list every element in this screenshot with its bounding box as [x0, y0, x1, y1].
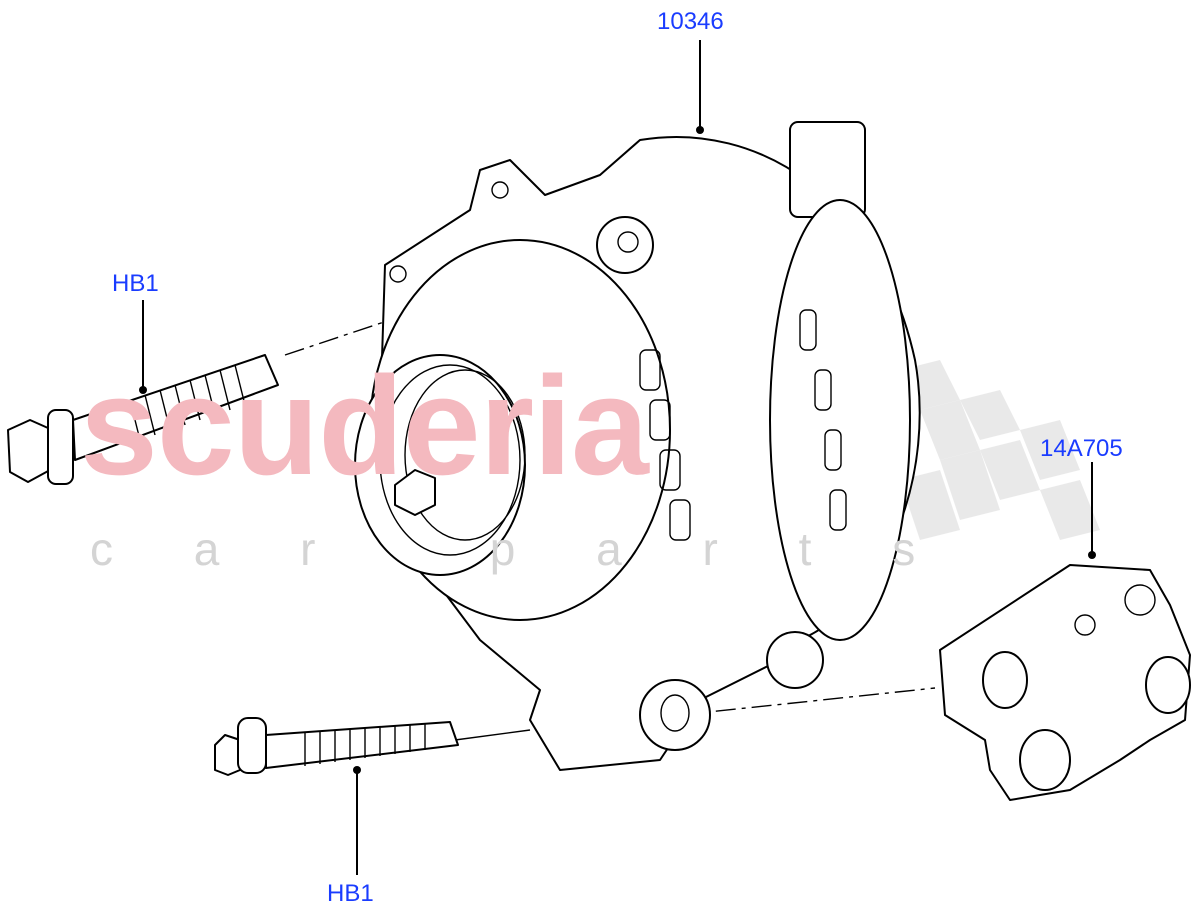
mount-ear-lower [639, 679, 711, 751]
centre-line-lower [454, 729, 531, 741]
leader-dot-10346 [696, 126, 704, 134]
leader-dot-14a705 [1088, 551, 1096, 559]
checkered-flag-watermark [900, 360, 1100, 540]
leader-dot-hb1-lower [353, 766, 361, 774]
callout-14a705[interactable]: 14A705 [1040, 435, 1123, 462]
pulley-hex-socket [394, 469, 436, 516]
alternator-drawing [354, 121, 921, 771]
callout-10346[interactable]: 10346 [657, 8, 724, 35]
rear-housing [769, 199, 911, 641]
centre-line-bracket [679, 687, 936, 716]
callout-hb1-upper[interactable]: HB1 [112, 270, 159, 297]
bracket-drawing [939, 564, 1191, 801]
bolt-lower-drawing [214, 717, 459, 776]
leader-dot-hb1-upper [139, 386, 147, 394]
mount-ear-upper [596, 216, 654, 274]
callout-hb1-lower[interactable]: HB1 [327, 880, 374, 907]
cooling-fins [639, 309, 847, 541]
bolt-upper-drawing [7, 354, 279, 485]
